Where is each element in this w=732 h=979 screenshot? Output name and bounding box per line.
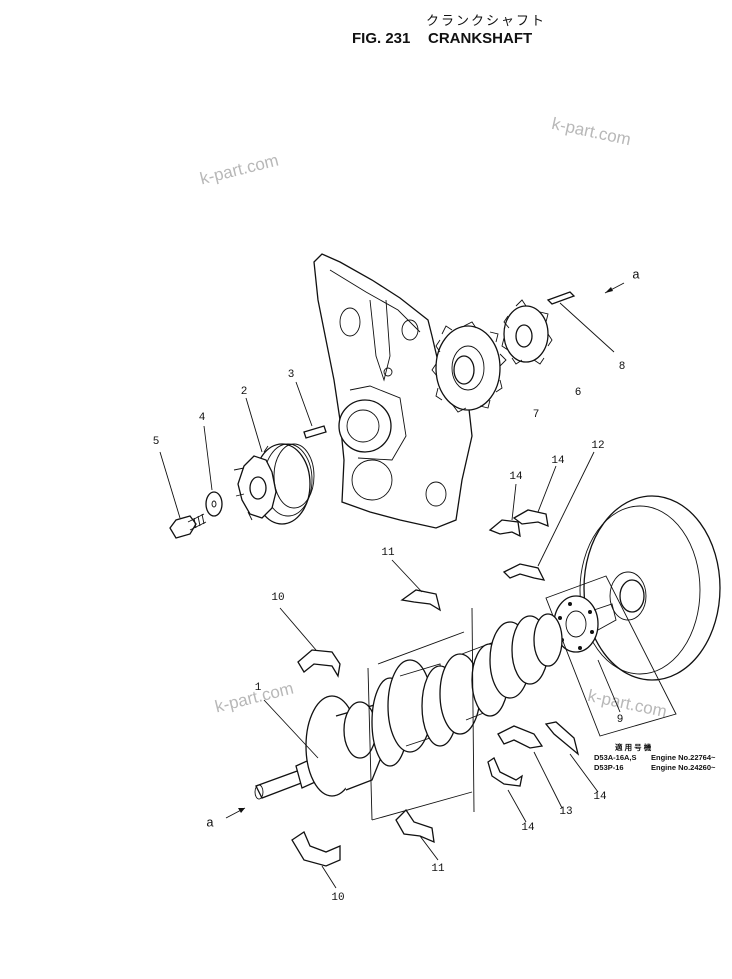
figure-number: FIG. 231 bbox=[352, 30, 411, 47]
conrod-bearing-upper bbox=[391, 559, 442, 612]
callout-3: 3 bbox=[287, 369, 295, 381]
crankshaft-gear-part-9 bbox=[545, 575, 677, 737]
callout-14: 14 bbox=[509, 471, 523, 483]
callout-4: 4 bbox=[198, 412, 206, 424]
main-bearing-lower bbox=[487, 721, 599, 823]
applicability-engine-1: Engine No.22764~ bbox=[651, 753, 716, 762]
main-bearing-upper bbox=[488, 451, 595, 581]
callout-a-top: a bbox=[632, 267, 640, 283]
figure-title: CRANKSHAFT bbox=[428, 30, 533, 47]
callout-8: 8 bbox=[618, 361, 626, 373]
callout-5: 5 bbox=[152, 436, 160, 448]
flywheel bbox=[579, 495, 721, 681]
key-part-3 bbox=[295, 381, 327, 439]
crank-gear-small bbox=[501, 299, 553, 365]
title-japanese: クランクシャフト bbox=[426, 14, 547, 29]
crank-pulley bbox=[233, 397, 315, 525]
callout-14: 14 bbox=[521, 822, 535, 834]
timing-gear-large bbox=[431, 321, 507, 413]
washer bbox=[203, 425, 223, 517]
callout-10: 10 bbox=[331, 892, 345, 904]
callout-1: 1 bbox=[254, 682, 262, 694]
bolt bbox=[159, 451, 207, 539]
crankshaft bbox=[254, 607, 563, 821]
callout-12: 12 bbox=[591, 440, 605, 452]
conrod-bearing-lower bbox=[395, 808, 439, 861]
callout-14: 14 bbox=[593, 791, 607, 803]
applicability-header: 適 用 号 機 bbox=[615, 743, 652, 752]
bearing-lower-10 bbox=[291, 831, 341, 889]
callout-a-bottom: a bbox=[206, 815, 214, 831]
applicability-model-1: D53A-16A,S bbox=[594, 753, 637, 762]
callout-6: 6 bbox=[574, 387, 582, 399]
callout-11: 11 bbox=[431, 863, 445, 875]
callout-7: 7 bbox=[532, 409, 540, 421]
callout-11: 11 bbox=[381, 547, 395, 559]
arrow-a-bottom bbox=[225, 807, 246, 819]
gear-case bbox=[313, 253, 473, 529]
applicability-model-2: D53P-16 bbox=[594, 763, 624, 772]
callout-14: 14 bbox=[551, 455, 565, 467]
callout-9: 9 bbox=[616, 714, 624, 726]
callout-10: 10 bbox=[271, 592, 285, 604]
key-part-8 bbox=[546, 291, 615, 353]
arrow-a-top bbox=[604, 282, 625, 294]
callout-13: 13 bbox=[559, 806, 573, 818]
bearing-upper-10 bbox=[279, 607, 341, 678]
applicability-engine-2: Engine No.24260~ bbox=[651, 763, 716, 772]
callout-2: 2 bbox=[240, 386, 248, 398]
